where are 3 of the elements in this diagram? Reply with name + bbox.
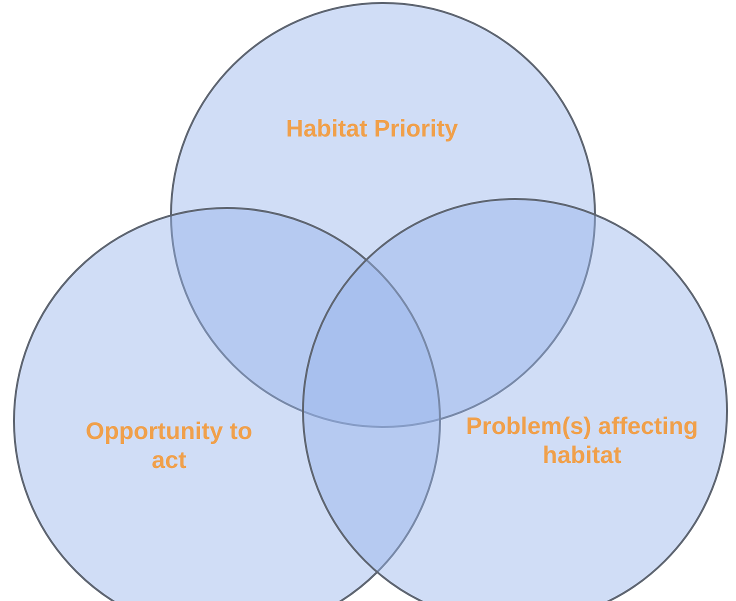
circle-label: Opportunity to act — [84, 418, 254, 476]
circle-label: Habitat Priority — [284, 116, 460, 144]
circle-label: Problem(s) affecting habitat — [464, 413, 700, 471]
